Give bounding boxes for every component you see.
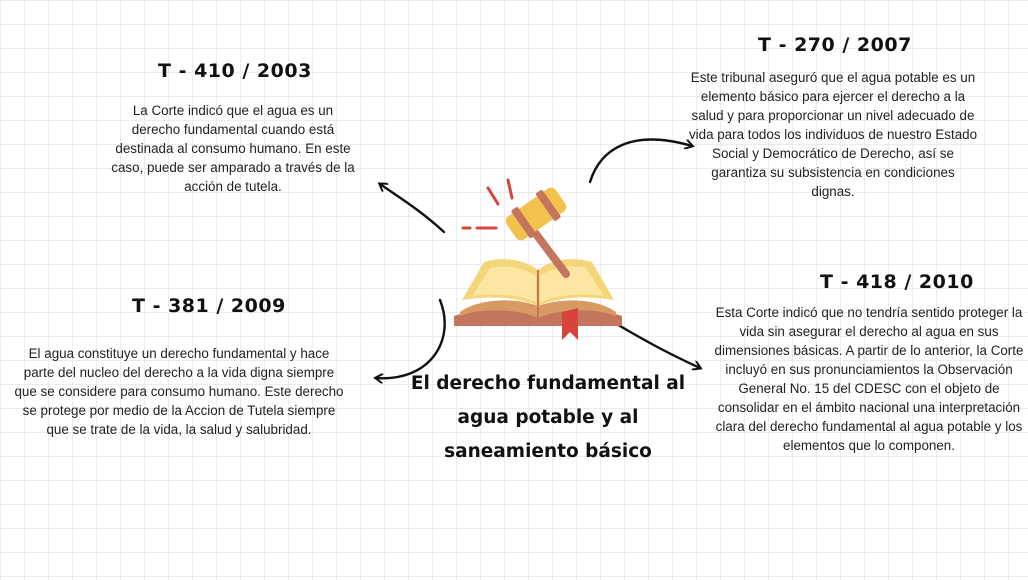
central-title-line-3: saneamiento básico [444, 441, 652, 462]
case-text-t418: Esta Corte indicó que no tendría sentido… [714, 305, 1024, 453]
case-title-t381: T - 381 / 2009 [132, 295, 286, 317]
case-title-t410: T - 410 / 2003 [158, 60, 312, 82]
arrow-to-t418 [608, 318, 700, 368]
impact-marks [461, 178, 514, 230]
central-title-line-1: El derecho fundamental al [410, 373, 686, 394]
case-text-t270: Este tribunal aseguró que el agua potabl… [688, 70, 978, 199]
arrow-to-t270 [588, 138, 692, 184]
arrow-to-t381 [376, 298, 446, 378]
case-title-t270: T - 270 / 2007 [758, 34, 912, 56]
case-text-t381: El agua constituye un derecho fundamenta… [14, 346, 344, 437]
case-title-t418: T - 418 / 2010 [820, 271, 974, 293]
open-book-icon [454, 259, 622, 340]
central-title-line-2: agua potable y al [457, 407, 639, 428]
central-title: El derecho fundamental al agua potable y… [383, 367, 713, 469]
arrow-to-t410 [380, 184, 446, 234]
gavel-icon [505, 187, 570, 278]
case-text-t410: La Corte indicó que el agua es un derech… [111, 103, 355, 194]
connector-arrows [376, 138, 700, 379]
